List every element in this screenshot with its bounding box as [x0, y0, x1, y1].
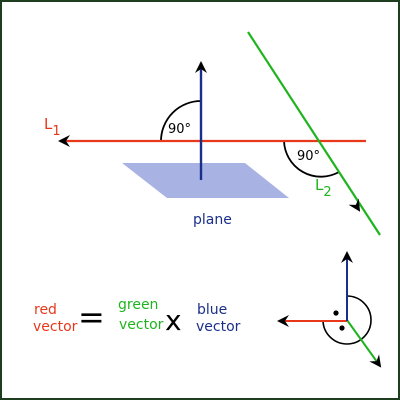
mini-dot-lower: [339, 325, 345, 331]
line-l2: [247, 31, 381, 236]
plane-label: plane: [193, 212, 232, 228]
mini-dot-upper: [333, 310, 339, 316]
mini-green-vector: [346, 319, 382, 368]
right-angle-arc-l2: [283, 140, 340, 178]
l2-arrow: [339, 179, 361, 212]
right-angle-arc-top: [160, 100, 202, 142]
label-l2: L2: [315, 176, 332, 200]
plane-shape: [122, 163, 289, 198]
mini-angle-arc: [322, 295, 372, 345]
eq-blue-line2: vector: [196, 319, 241, 335]
eq-red-line2: vector: [33, 319, 78, 335]
eq-equals: =: [78, 298, 105, 336]
angle-label-l2: 90°: [297, 149, 320, 164]
angle-label-top: 90°: [168, 122, 191, 137]
eq-blue-line1: blue: [197, 302, 227, 318]
eq-green-line2: vector: [119, 317, 164, 333]
eq-times: x: [165, 304, 182, 337]
label-l1: L1: [44, 115, 61, 139]
eq-green-line1: green: [118, 297, 158, 313]
eq-red-line1: red: [34, 302, 57, 318]
